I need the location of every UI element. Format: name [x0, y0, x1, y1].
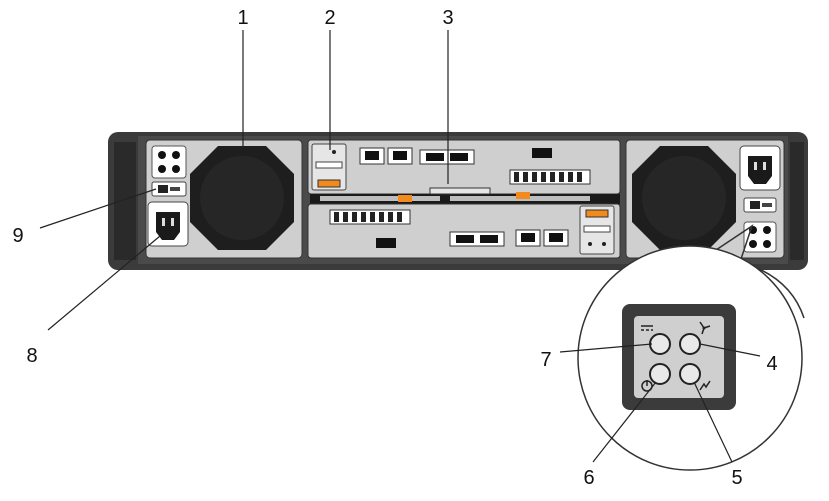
dc-status-icon [641, 325, 653, 331]
callout-9: 9 [12, 225, 23, 247]
controller-lower [307, 203, 621, 259]
power-switch-icon[interactable] [151, 181, 187, 197]
psu-right-status-leds [743, 221, 777, 253]
ethernet-port-icon[interactable] [543, 229, 569, 247]
callout-3: 3 [442, 7, 453, 29]
callout-5: 5 [731, 467, 742, 489]
power-status-icon [641, 380, 653, 392]
callout-6: 6 [583, 467, 594, 489]
callout-1: 1 [237, 7, 248, 29]
power-supply-fan-icon [632, 146, 736, 250]
fault-status-icon [699, 380, 711, 391]
controller-modules [307, 139, 621, 259]
callout-4: 4 [766, 353, 777, 375]
fan-status-icon [699, 321, 711, 335]
callout-7: 7 [540, 349, 551, 371]
power-switch-icon[interactable] [743, 197, 777, 213]
callout-leader-lines [39, 30, 761, 463]
ac-power-socket-icon[interactable] [147, 201, 189, 247]
leader-line-6 [592, 381, 657, 463]
callout-labels: 1 2 3 4 5 6 7 8 9 [12, 7, 777, 489]
ethernet-port-icon[interactable] [515, 229, 541, 247]
controller-upper [307, 139, 621, 195]
leader-line-5 [693, 381, 733, 463]
psu-left-status-leds [151, 145, 187, 179]
indicator-led-icon [649, 333, 671, 355]
power-supply-left [145, 139, 303, 259]
ac-power-socket-icon[interactable] [739, 145, 781, 191]
callout-8: 8 [26, 345, 37, 367]
leader-line-8 [47, 235, 161, 331]
leader-line-7 [559, 343, 653, 353]
leader-line-9 [39, 188, 157, 229]
power-supply-right [625, 139, 785, 259]
callout-2: 2 [324, 7, 335, 29]
indicator-led-icon [679, 363, 701, 385]
ethernet-port-icon[interactable] [387, 147, 413, 165]
power-supply-fan-icon [190, 146, 294, 250]
indicator-led-icon [649, 363, 671, 385]
led-detail-magnifier [577, 224, 805, 471]
leader-line-4 [699, 343, 761, 357]
ethernet-port-icon[interactable] [359, 147, 385, 165]
indicator-led-icon [679, 333, 701, 355]
